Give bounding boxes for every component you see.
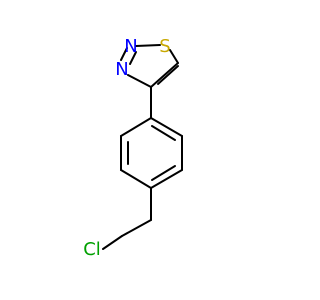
- bond-benz-4: [120, 169, 152, 189]
- structure-canvas: S N N Cl: [83, 36, 183, 260]
- bond-c4-c5: [150, 62, 179, 88]
- bond-c5-s1: [169, 49, 179, 64]
- atom-label-chlorine: Cl: [83, 239, 101, 260]
- bond-benz-1: [150, 117, 183, 137]
- atom-label-sulfur: S: [159, 36, 170, 57]
- bond-n2-n3: [120, 47, 128, 61]
- bond-s1-n2: [135, 44, 161, 47]
- bond-ch2-cl: [102, 235, 123, 250]
- bond-benz-double-a: [151, 125, 176, 141]
- bond-benz-3: [150, 169, 183, 189]
- bond-n3-c4: [127, 74, 152, 88]
- bond-benz-double-b: [151, 165, 176, 181]
- bond-n2-n3-double: [129, 51, 137, 65]
- bond-benz-6: [120, 117, 152, 137]
- bond-c4-c5-double: [157, 65, 179, 85]
- atom-label-nitrogen-3: N: [115, 59, 128, 80]
- atom-label-nitrogen-2: N: [124, 36, 137, 57]
- molecule-drawing: S N N Cl: [83, 36, 183, 260]
- bond-ch2-ch2: [121, 219, 152, 237]
